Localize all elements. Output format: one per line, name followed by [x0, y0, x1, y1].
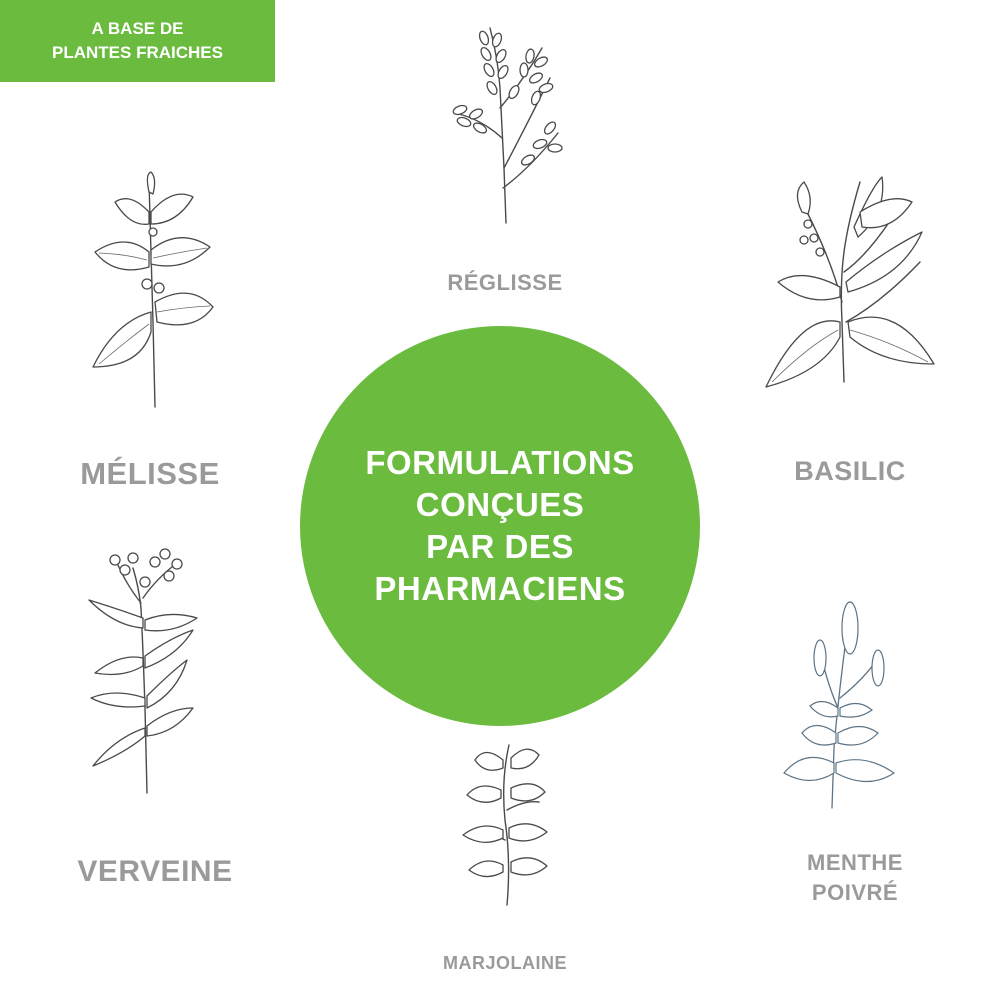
marjolaine-label: MARJOLAINE — [442, 953, 567, 973]
menthe-label-line-1: MENTHE — [807, 850, 903, 875]
center-line-2: CONÇUES — [415, 486, 585, 523]
center-line-1: FORMULATIONS — [365, 444, 635, 481]
marjolaine-drawing — [462, 744, 548, 906]
reglisse-illustration — [440, 18, 570, 228]
marjolaine-illustration — [455, 740, 555, 910]
menthe-drawing — [783, 601, 896, 809]
basilic-drawing — [765, 176, 935, 388]
basilic-illustration — [762, 172, 937, 392]
verveine-drawing — [88, 548, 198, 794]
menthe-illustration — [780, 598, 900, 813]
menthe-label: MENTHE POIVRÉ — [770, 848, 940, 908]
center-line-4: PHARMACIENS — [374, 570, 626, 607]
melisse-label: MÉLISSE — [80, 456, 220, 491]
center-line-3: PAR DES — [426, 528, 574, 565]
basilic-label: BASILIC — [794, 456, 906, 486]
top-left-badge: A BASE DE PLANTES FRAICHES — [0, 0, 275, 82]
verveine-label: VERVEINE — [77, 855, 233, 888]
verveine-illustration — [85, 548, 205, 798]
center-circle: FORMULATIONS CONÇUES PAR DES PHARMACIENS — [300, 326, 700, 726]
melisse-illustration — [85, 171, 220, 412]
reglisse-drawing — [452, 27, 563, 224]
reglisse-label: RÉGLISSE — [447, 270, 563, 295]
menthe-label-line-2: POIVRÉ — [811, 880, 899, 905]
badge-line-2: PLANTES FRAICHES — [52, 43, 223, 62]
melisse-drawing — [92, 171, 214, 408]
badge-line-1: A BASE DE — [91, 19, 184, 38]
